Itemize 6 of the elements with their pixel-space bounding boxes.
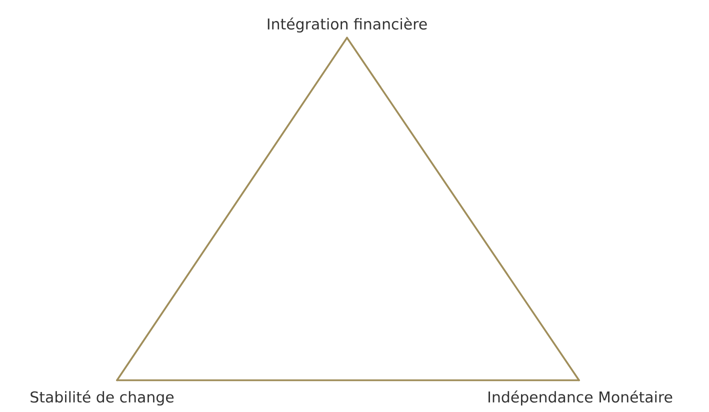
triangle-side [116,36,348,382]
triangle-side [346,36,580,382]
vertex-label: Indépendance Monétaire [488,390,672,406]
vertex-label: Stabilité de change [30,390,174,406]
triangle-side [116,379,580,382]
vertex-label: Intégration financière [268,17,427,33]
